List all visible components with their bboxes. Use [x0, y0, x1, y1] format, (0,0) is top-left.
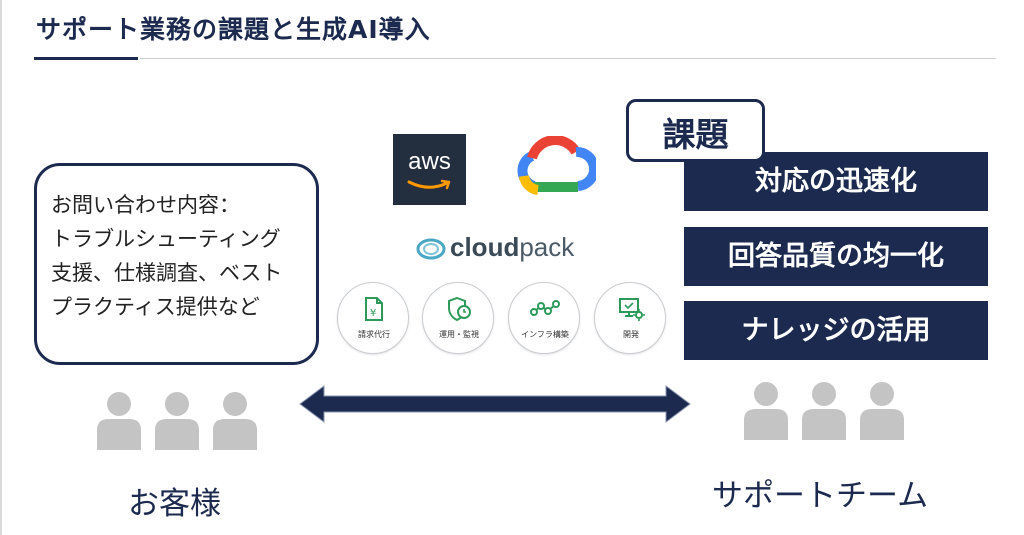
- aws-logo: aws: [393, 134, 466, 205]
- title-underline-accent: [34, 57, 138, 60]
- service-label: インフラ構築: [521, 330, 569, 339]
- shield-clock-icon: [448, 296, 471, 322]
- double-arrow-icon: [299, 385, 691, 423]
- customer-label: お客様: [128, 486, 221, 522]
- person-icon: [802, 382, 846, 440]
- issue-item-knowledge: ナレッジの活用: [684, 301, 988, 360]
- cloudpack-swirl-icon: [416, 238, 446, 260]
- inquiry-line: 支援、仕様調査、ベスト: [51, 261, 283, 285]
- invoice-icon: ¥: [365, 297, 383, 321]
- svg-text:¥: ¥: [370, 308, 376, 319]
- monitor-gear-icon: [619, 298, 645, 321]
- person-icon: [213, 392, 257, 450]
- cloudpack-wordmark: cloudpack: [450, 232, 574, 263]
- issues-heading-box: 課題: [626, 99, 765, 162]
- person-icon: [97, 392, 141, 450]
- support-team-label: サポートチーム: [712, 478, 929, 514]
- service-operations: 運用・監視: [422, 282, 494, 354]
- service-label: 請求代行: [358, 330, 390, 339]
- service-label: 開発: [623, 330, 639, 339]
- cloudpack-wordmark-light: pack: [519, 232, 575, 262]
- inquiry-line: プラクティス提供など: [51, 295, 260, 319]
- issue-item-quality: 回答品質の均一化: [684, 227, 988, 286]
- cloudpack-logo: cloudpack: [416, 232, 596, 268]
- inquiry-line: トラブルシューティング: [51, 227, 281, 251]
- inquiry-line: お問い合わせ内容：: [51, 193, 240, 217]
- inquiry-box: お問い合わせ内容： トラブルシューティング 支援、仕様調査、ベスト プラクティス…: [34, 163, 319, 365]
- cloudpack-wordmark-bold: cloud: [450, 232, 520, 262]
- google-cloud-logo: [517, 136, 596, 195]
- aws-smile-icon: [407, 179, 451, 190]
- service-development: 開発: [594, 282, 666, 354]
- service-billing: ¥ 請求代行: [337, 282, 409, 354]
- network-icon: [530, 300, 560, 316]
- title-underline: [140, 58, 996, 59]
- service-infrastructure: インフラ構築: [508, 282, 580, 354]
- issues-heading: 課題: [662, 115, 729, 154]
- person-icon: [860, 382, 904, 440]
- person-icon: [744, 382, 788, 440]
- service-label: 運用・監視: [439, 330, 479, 339]
- aws-logo-text: aws: [408, 148, 451, 175]
- person-icon: [155, 392, 199, 450]
- page-title: サポート業務の課題と生成AI導入: [36, 15, 431, 44]
- page-edge: [0, 0, 2, 535]
